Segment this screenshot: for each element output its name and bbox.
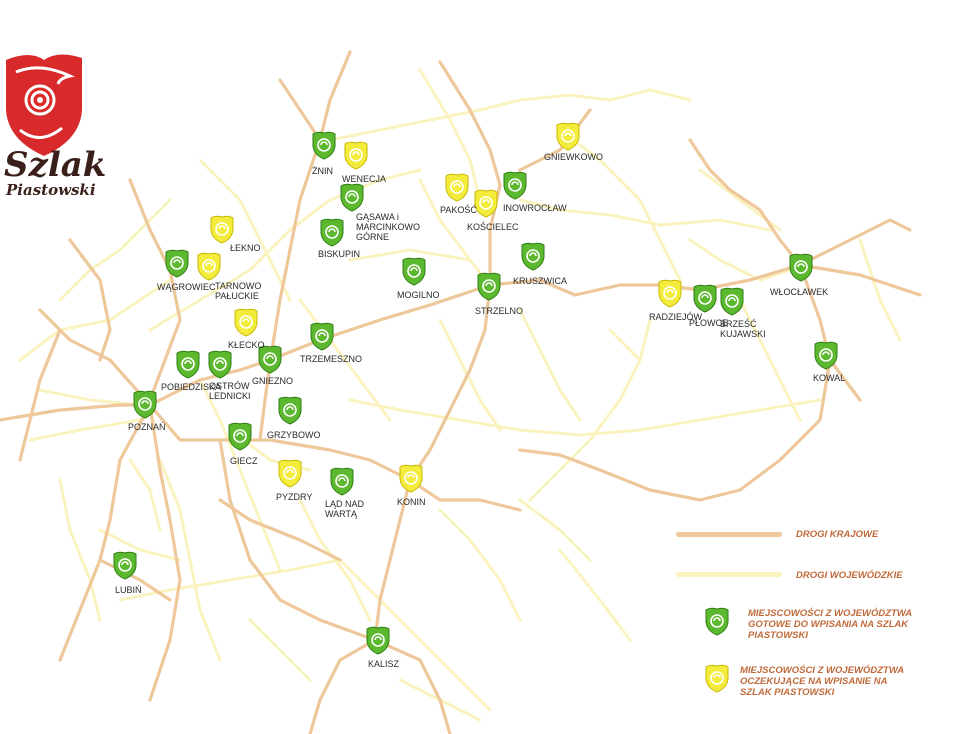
label-pakosc: PAKOŚĆ <box>440 205 477 215</box>
marker-tarnowo-icon[interactable] <box>197 252 221 281</box>
label-lekno: ŁEKNO <box>230 243 261 253</box>
marker-wagrowiec-icon[interactable] <box>165 249 189 278</box>
label-gniewkowo: GNIEWKOWO <box>544 152 603 162</box>
marker-grzybowo-icon[interactable] <box>278 396 302 425</box>
label-trzemeszno: TRZEMESZNO <box>300 354 362 364</box>
label-inowroclaw: INOWROCŁAW <box>503 203 567 213</box>
marker-wenecja-icon[interactable] <box>344 141 368 170</box>
label-kalisz: KALISZ <box>368 659 400 669</box>
label-wloclawek: WŁOCŁAWEK <box>770 287 829 297</box>
label-klecko: KŁECKO <box>228 340 265 350</box>
logo-subtitle: Piastowski <box>6 181 96 199</box>
logo-text: Szlak Piastowski <box>4 148 106 198</box>
marker-giecz-icon[interactable] <box>228 422 252 451</box>
logo-emblem-icon <box>6 54 82 156</box>
label-radziejow: RADZIEJÓW <box>649 312 702 322</box>
legend-ready-label: MIEJSCOWOŚCI Z WOJEWÓDZTWA GOTOWE DO WPI… <box>748 608 912 641</box>
marker-lad-icon[interactable] <box>330 467 354 496</box>
label-brzesc: BRZEŚĆ KUJAWSKI <box>720 319 766 339</box>
marker-lekno-icon[interactable] <box>210 215 234 244</box>
label-ostrow: OSTRÓW LEDNICKI <box>209 381 251 401</box>
marker-gniewkowo-icon[interactable] <box>556 122 580 151</box>
marker-koscielec-icon[interactable] <box>474 189 498 218</box>
label-tarnowo: TARNOWO PAŁUCKIE <box>215 281 262 301</box>
label-giecz: GIECZ <box>230 456 258 466</box>
legend-pending-shield-icon <box>705 664 729 693</box>
logo-title: Szlak <box>4 145 107 185</box>
legend-ready-shield-icon <box>705 607 729 636</box>
label-biskupin: BISKUPIN <box>318 249 361 259</box>
national-roads <box>0 50 922 734</box>
marker-radziejow-icon[interactable] <box>658 279 682 308</box>
label-pyzdry: PYZDRY <box>276 492 313 502</box>
marker-poznan-icon[interactable] <box>133 390 157 419</box>
label-koscielec: KOŚCIELEC <box>467 222 519 232</box>
marker-pakosc-icon[interactable] <box>445 173 469 202</box>
legend-national-line <box>676 532 782 537</box>
marker-wloclawek-icon[interactable] <box>789 253 813 282</box>
marker-biskupin-icon[interactable] <box>320 218 344 247</box>
label-lubin: LUBIŃ <box>115 585 142 595</box>
label-kowal: KOWAL <box>813 373 846 383</box>
marker-kowal-icon[interactable] <box>814 341 838 370</box>
marker-inowroclaw-icon[interactable] <box>503 171 527 200</box>
marker-plowce-icon[interactable] <box>693 284 717 313</box>
label-wenecja: WENECJA <box>342 174 387 184</box>
marker-konin-icon[interactable] <box>399 464 423 493</box>
label-lad: LĄD NAD WARTĄ <box>325 499 365 519</box>
label-konin: KONIN <box>397 497 426 507</box>
label-strzelno: STRZELNO <box>475 306 524 316</box>
label-grzybowo: GRZYBOWO <box>267 430 321 440</box>
label-kruszwica: KRUSZWICA <box>513 276 567 286</box>
label-gasawa: GĄSAWA i MARCINKOWO GÓRNE <box>356 212 420 242</box>
marker-brzesc-icon[interactable] <box>720 287 744 316</box>
marker-trzemeszno-icon[interactable] <box>310 322 334 351</box>
marker-pobiedziska-icon[interactable] <box>176 350 200 379</box>
marker-kruszwica-icon[interactable] <box>521 242 545 271</box>
marker-gasawa-icon[interactable] <box>340 183 364 212</box>
label-pobiedziska: POBIEDZISKA <box>161 382 222 392</box>
voivodeship-roads <box>18 68 902 722</box>
label-mogilno: MOGILNO <box>397 290 440 300</box>
label-poznan: POZNAŃ <box>128 422 166 432</box>
legend-pending-label: MIEJSCOWOŚCI Z WOJEWÓDZTWA OCZEKUJĄCE NA… <box>740 665 904 698</box>
label-plowce: PŁOWCE <box>689 318 729 328</box>
marker-pyzdry-icon[interactable] <box>278 459 302 488</box>
marker-mogilno-icon[interactable] <box>402 257 426 286</box>
marker-klecko-icon[interactable] <box>234 308 258 337</box>
legend-national-label: DROGI KRAJOWE <box>796 529 879 540</box>
place-markers <box>113 122 838 655</box>
legend-voivodeship-label: DROGI WOJEWÓDZKIE <box>796 570 903 581</box>
label-gniezno: GNIEZNO <box>252 376 294 386</box>
legend-voivodeship-line <box>676 572 782 577</box>
label-znin: ŻNIN <box>312 166 333 176</box>
marker-ostrow-icon[interactable] <box>208 350 232 379</box>
marker-strzelno-icon[interactable] <box>477 272 501 301</box>
marker-lubin-icon[interactable] <box>113 551 137 580</box>
marker-znin-icon[interactable] <box>312 131 336 160</box>
marker-kalisz-icon[interactable] <box>366 626 390 655</box>
marker-gniezno-icon[interactable] <box>258 345 282 374</box>
label-wagrowiec: WĄGROWIEC <box>157 282 216 292</box>
